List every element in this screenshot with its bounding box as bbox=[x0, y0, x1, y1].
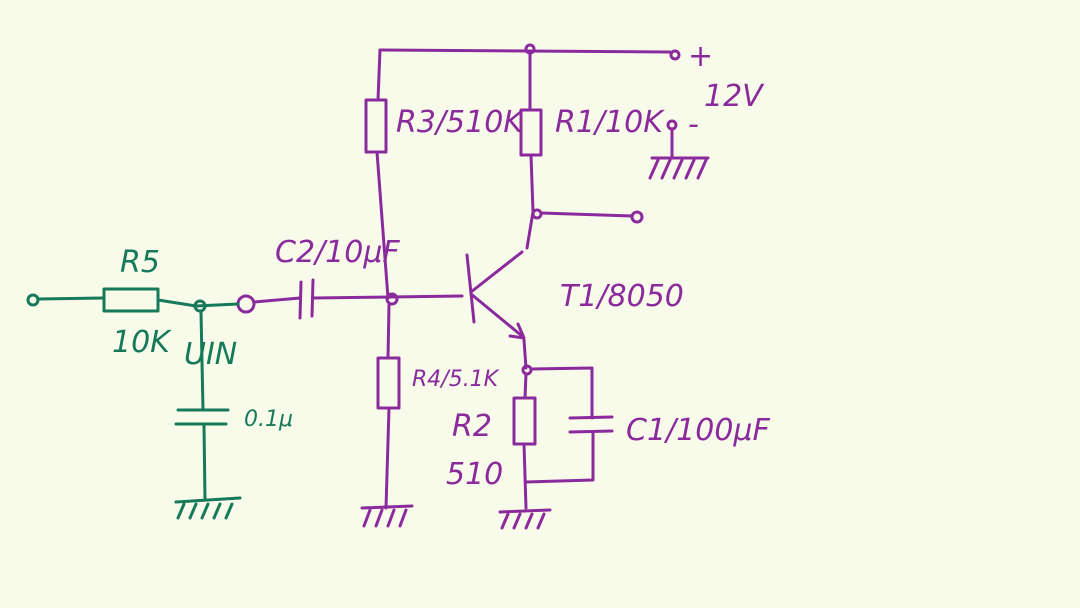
transistor-t1-collector bbox=[469, 250, 524, 294]
r4-ground-symbol bbox=[360, 504, 414, 528]
filter-cap-wire-bottom bbox=[202, 424, 207, 502]
supply-minus-terminal bbox=[666, 119, 678, 131]
input-terminal bbox=[236, 294, 256, 314]
r3-top-wire bbox=[376, 48, 382, 102]
supply-plus-label: + bbox=[688, 39, 713, 74]
output-wire bbox=[539, 211, 634, 218]
supply-plus-terminal bbox=[669, 49, 681, 61]
r4-label: R4/5.1K bbox=[412, 367, 500, 392]
filter-cap-wire-top bbox=[199, 310, 205, 412]
input-cap-label: 0.1μ bbox=[244, 407, 293, 432]
resistor-r1 bbox=[519, 108, 543, 157]
r3-label: R3/510K bbox=[396, 105, 525, 140]
emitter-bus-top bbox=[529, 366, 594, 420]
capacitor-c1-plate-b bbox=[568, 429, 614, 434]
resistor-r5 bbox=[102, 287, 160, 313]
supply-ground-wire bbox=[648, 128, 710, 180]
capacitor-c2-plate-a bbox=[298, 280, 303, 320]
r2-top-wire bbox=[523, 372, 528, 400]
t1-label: T1/8050 bbox=[560, 279, 684, 314]
r4-top-wire bbox=[386, 303, 391, 360]
transistor-t1-base-bar bbox=[465, 253, 476, 324]
r5-left-wire bbox=[36, 296, 106, 301]
r5-name-label: R5 bbox=[120, 245, 160, 280]
c2-left-wire bbox=[252, 296, 302, 304]
r1-label: R1/10K bbox=[555, 105, 665, 140]
collector-node bbox=[531, 208, 543, 220]
filter-ground-symbol bbox=[174, 496, 242, 520]
r4-bottom-wire bbox=[384, 406, 391, 510]
c1-label: C1/100μF bbox=[626, 413, 770, 448]
output-terminal bbox=[630, 210, 644, 224]
resistor-r4 bbox=[376, 356, 401, 410]
r2-name-label: R2 bbox=[452, 409, 492, 444]
r1-bottom-wire bbox=[525, 153, 535, 250]
r3-bottom-wire bbox=[375, 150, 390, 300]
base-node bbox=[385, 292, 399, 306]
r2-value-label: 510 bbox=[446, 457, 503, 492]
r2-ground-symbol bbox=[498, 508, 552, 530]
c2-label: C2/10μF bbox=[275, 235, 400, 270]
supply-voltage-label: 12V bbox=[704, 79, 765, 114]
emitter-bus-bottom bbox=[524, 430, 595, 484]
resistor-r3 bbox=[364, 98, 388, 154]
emitter-wire bbox=[522, 338, 528, 370]
transistor-t1-emitter-arrow bbox=[508, 322, 526, 340]
transistor-t1-emitter bbox=[469, 292, 524, 338]
supply-minus-label: - bbox=[688, 107, 699, 142]
resistor-r2 bbox=[512, 396, 537, 446]
capacitor-c1-plate-a bbox=[568, 415, 614, 420]
uin-label: UIN bbox=[184, 337, 237, 372]
r2-bottom-wire bbox=[522, 442, 528, 510]
r5-value-label: 10K bbox=[112, 325, 172, 360]
source-terminal bbox=[26, 293, 40, 307]
input-network: R5 10K UIN 0.1μ bbox=[26, 245, 293, 520]
emitter-node bbox=[521, 364, 533, 376]
amplifier-circuit: + - 12V R3/510K R1/10K C2/10μF bbox=[236, 39, 770, 530]
